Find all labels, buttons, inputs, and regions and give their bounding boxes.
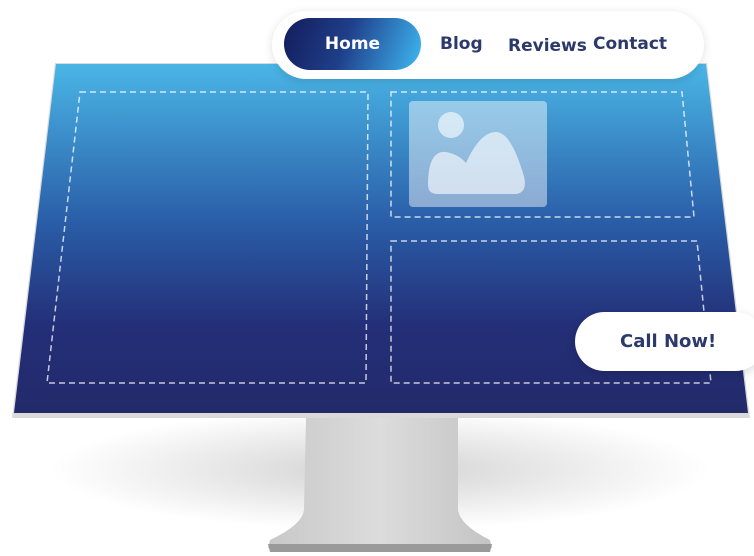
nav-home-button[interactable]: Home bbox=[284, 18, 421, 70]
top-navigation: Home Blog Reviews Contact bbox=[272, 11, 704, 79]
nav-contact-link[interactable]: Contact bbox=[593, 34, 668, 54]
image-placeholder-icon bbox=[409, 101, 547, 207]
stand-base-edge bbox=[268, 544, 492, 552]
wireframe-bottom-right-block bbox=[390, 240, 712, 384]
nav-reviews-link[interactable]: Reviews bbox=[508, 36, 587, 56]
wireframe-left-block bbox=[46, 91, 369, 384]
wireframe-top-right-block bbox=[390, 91, 695, 218]
nav-blog-link[interactable]: Blog bbox=[440, 34, 483, 54]
monitor-screen bbox=[14, 64, 748, 413]
monitor-stand bbox=[268, 418, 492, 548]
call-now-button[interactable]: Call Now! bbox=[575, 312, 754, 371]
